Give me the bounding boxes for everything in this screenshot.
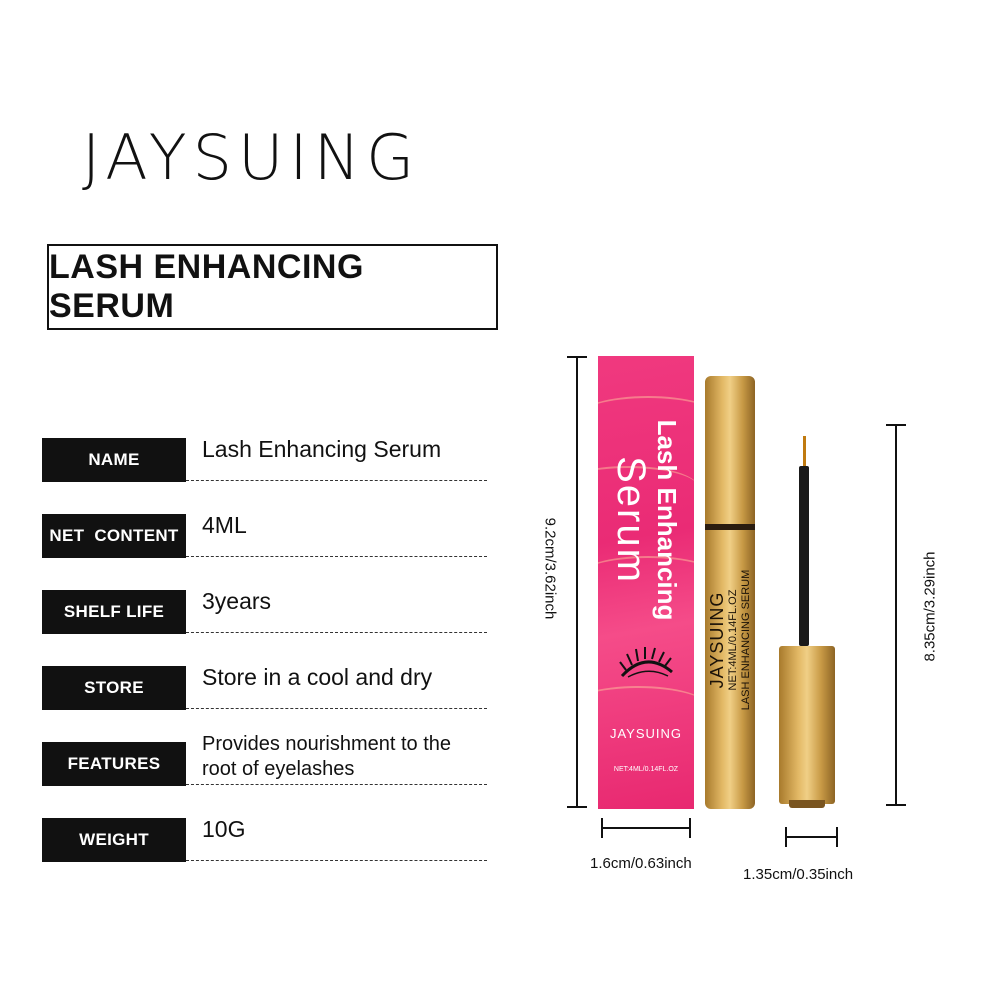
box-height-label: 9.2cm/3.62inch xyxy=(541,517,559,620)
dimension-tick xyxy=(886,804,906,806)
tube-name-text: LASH ENHANCING SERUM xyxy=(740,569,752,711)
applicator-cap xyxy=(779,646,835,804)
box-title: Lash Enhancing Serum xyxy=(609,419,682,621)
spec-label: FEATURES xyxy=(42,742,186,786)
spec-value: Store in a cool and dry xyxy=(202,664,433,690)
product-box: JAYSUING NET:4ML/0.14FL.OZ xyxy=(598,356,694,809)
dashed-divider xyxy=(186,708,487,709)
brand-logo: JAYSUING xyxy=(82,121,421,194)
box-height-line xyxy=(576,356,578,808)
spec-value: 3years xyxy=(202,588,272,614)
dashed-divider xyxy=(186,784,487,785)
serum-tube xyxy=(705,376,755,809)
spec-row-store: STORE Store in a cool and dry xyxy=(42,664,487,710)
tube-width-label: 1.35cm/0.35inch xyxy=(743,866,854,883)
cap-base xyxy=(789,800,825,808)
tube-label: JAYSUING NET:4ML/0.14FL.OZ LASH ENHANCIN… xyxy=(707,570,753,711)
dimension-tick xyxy=(886,424,906,426)
dashed-divider xyxy=(186,860,487,861)
eyelash-icon xyxy=(619,647,673,678)
dimension-tick xyxy=(567,356,587,358)
box-swirl-decoration xyxy=(598,556,694,598)
box-title-line1: Lash Enhancing xyxy=(652,419,682,621)
box-swirl-decoration xyxy=(598,466,694,508)
spec-row-name: NAME Lash Enhancing Serum xyxy=(42,436,487,482)
spec-label: SHELF LIFE xyxy=(42,590,186,634)
tube-height-label: 8.35cm/3.29inch xyxy=(921,551,939,662)
spec-value-line: Provides nourishment to the xyxy=(202,733,452,755)
box-width-label: 1.6cm/0.63inch xyxy=(590,855,692,872)
box-swirl-decoration xyxy=(598,686,694,728)
tube-brand-text: JAYSUING xyxy=(707,591,727,689)
tube-width-line xyxy=(785,836,838,838)
spec-value-line: root of eyelashes xyxy=(202,758,355,780)
dashed-divider xyxy=(186,556,487,557)
tube-height-line xyxy=(895,424,897,806)
spec-label: WEIGHT xyxy=(42,818,186,862)
applicator-wand xyxy=(799,466,809,646)
box-swirl-decoration xyxy=(598,396,694,438)
box-brand-text: JAYSUING xyxy=(609,726,683,741)
dashed-divider xyxy=(186,480,487,481)
spec-value: Provides nourishment to the root of eyel… xyxy=(202,732,492,782)
spec-value: Lash Enhancing Serum xyxy=(202,436,442,462)
spec-row-features: FEATURES Provides nourishment to the roo… xyxy=(42,733,487,786)
spec-row-net-content: NET CONTENT 4ML xyxy=(42,512,487,558)
product-title: LASH ENHANCING SERUM xyxy=(47,244,498,330)
spec-value: 10G xyxy=(202,816,246,842)
spec-label: NAME xyxy=(42,438,186,482)
box-net-text: NET:4ML/0.14FL.OZ xyxy=(613,766,679,773)
spec-value: 4ML xyxy=(202,512,247,538)
spec-row-weight: WEIGHT 10G xyxy=(42,816,487,862)
tube-band xyxy=(705,524,755,530)
dimension-tick xyxy=(567,806,587,808)
spec-row-shelf-life: SHELF LIFE 3years xyxy=(42,588,487,634)
box-width-line xyxy=(601,827,691,829)
dashed-divider xyxy=(186,632,487,633)
spec-label: STORE xyxy=(42,666,186,710)
applicator-tip xyxy=(803,436,806,468)
box-title-line2: Serum xyxy=(609,456,653,584)
tube-net-text: NET:4ML/0.14FL.OZ xyxy=(727,589,739,691)
spec-label: NET CONTENT xyxy=(42,514,186,558)
